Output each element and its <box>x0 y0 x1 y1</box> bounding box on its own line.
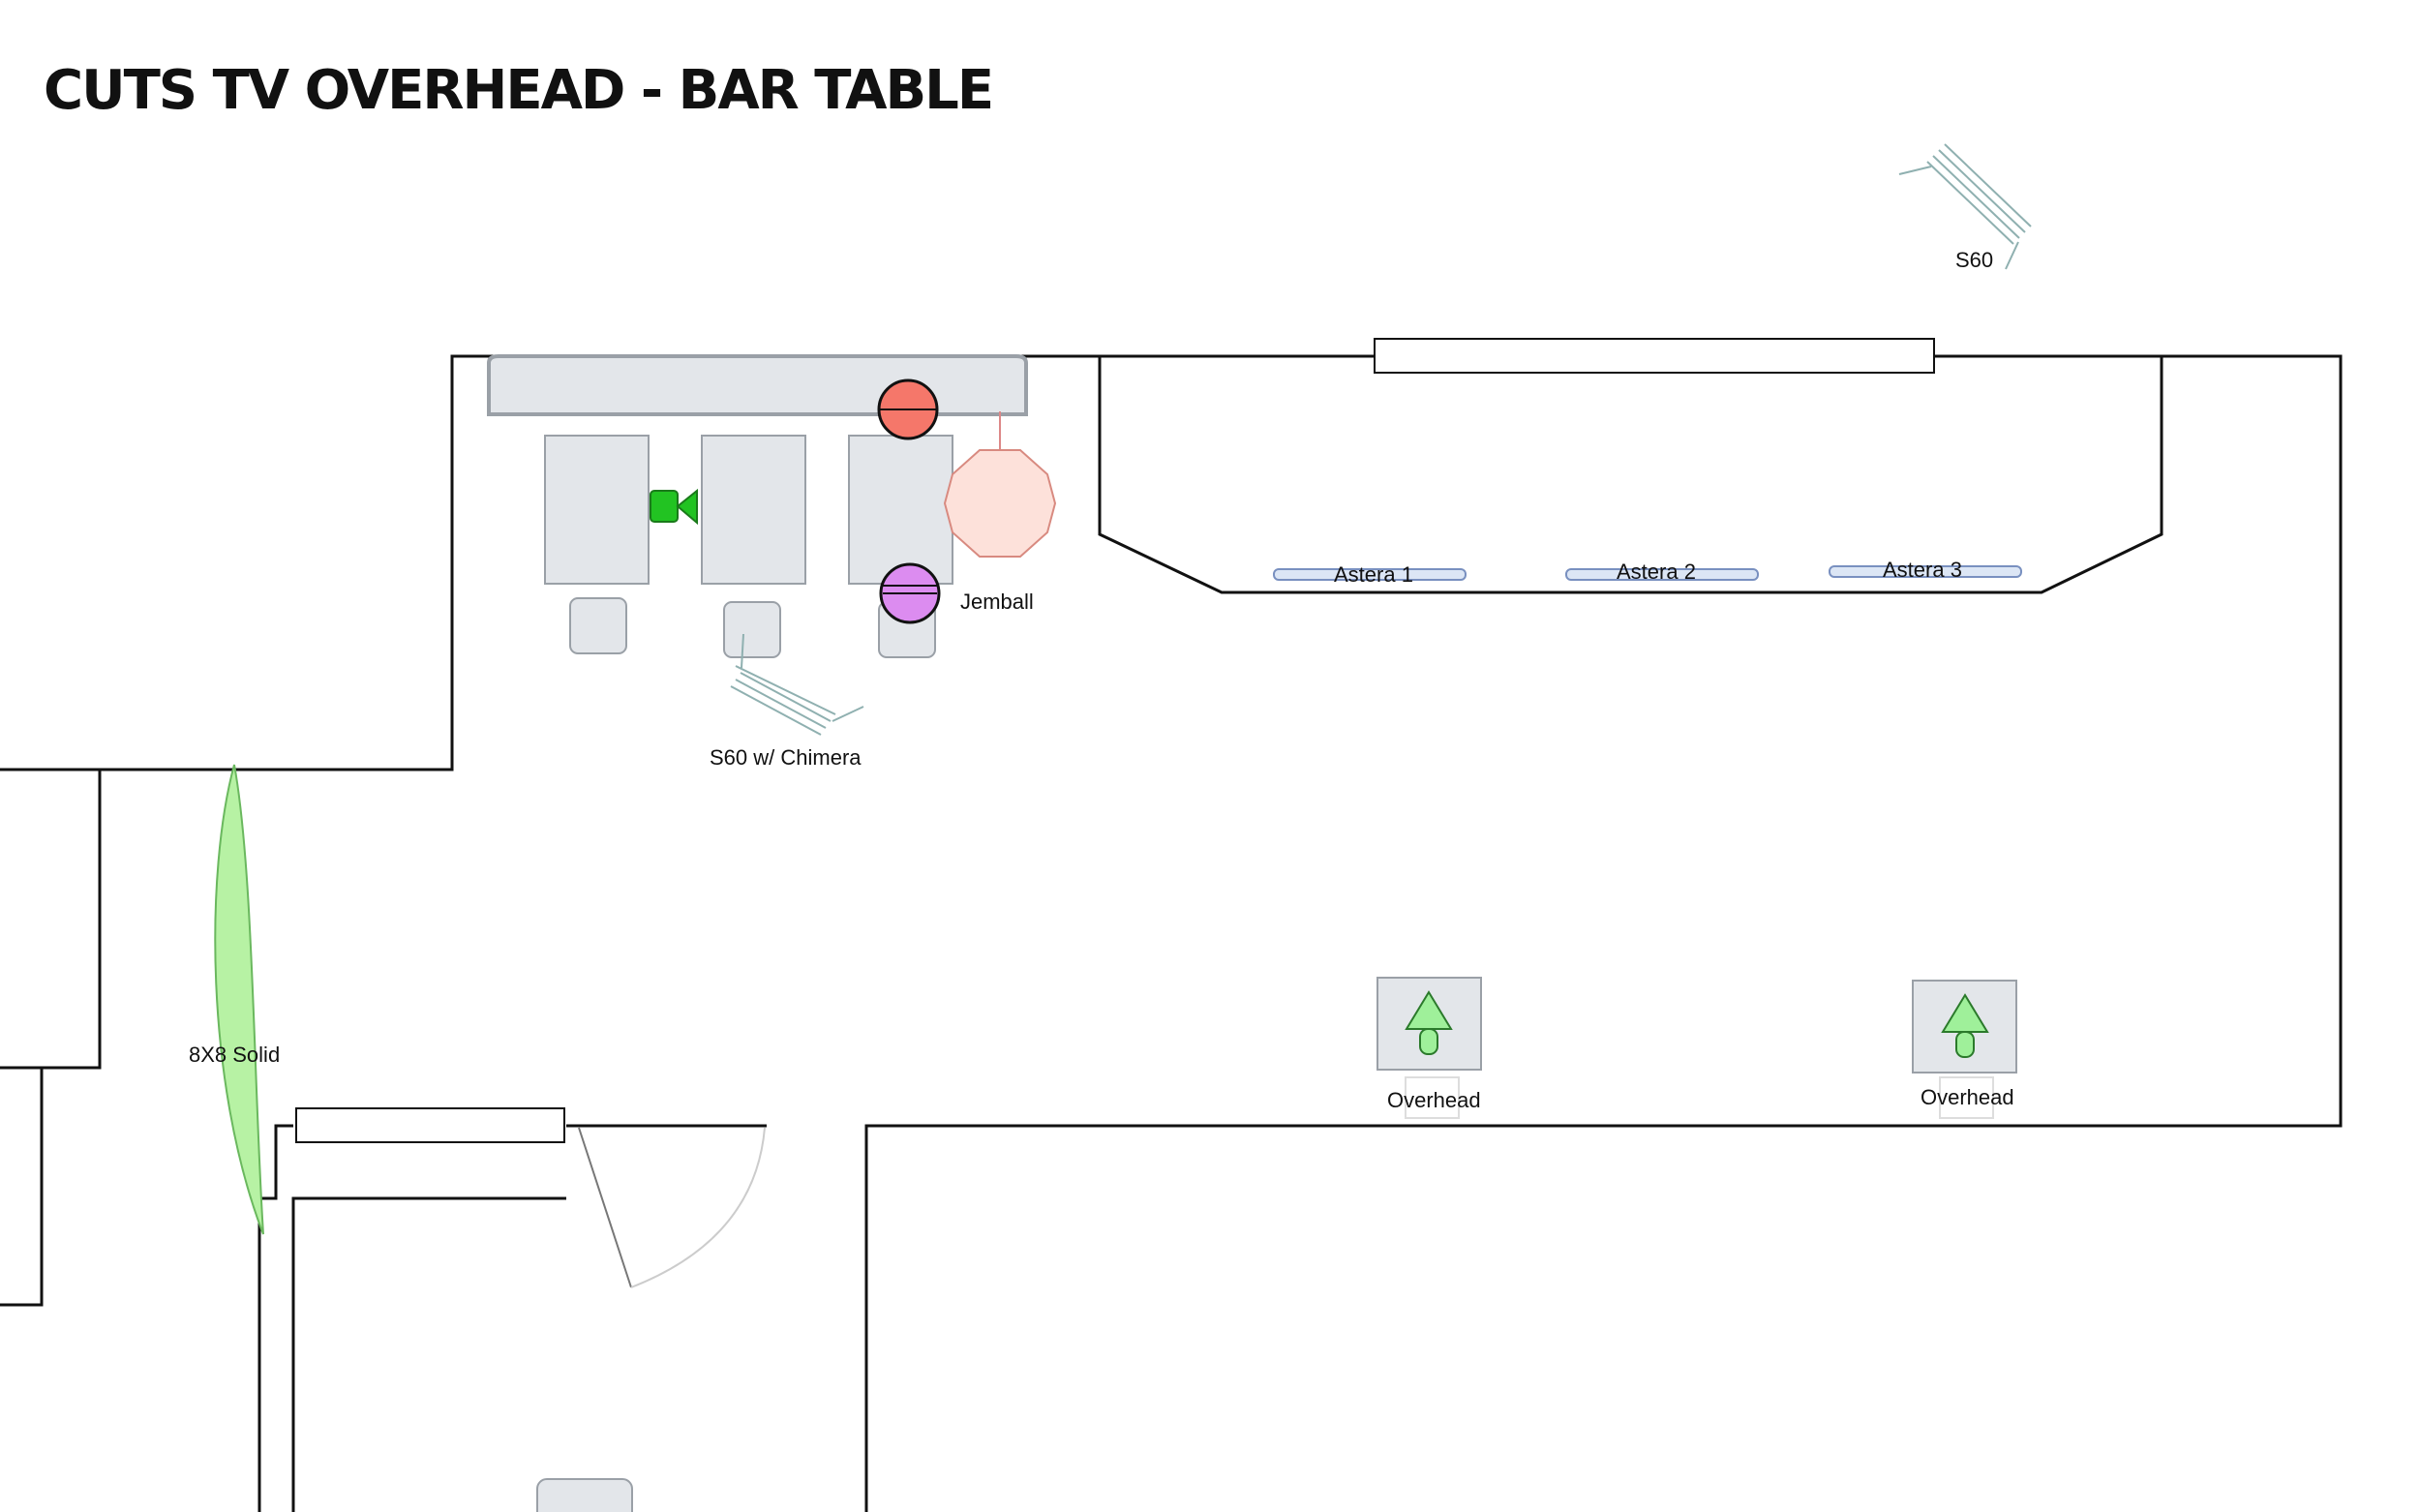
stool <box>723 601 781 658</box>
bar-counter <box>1098 356 2163 594</box>
astera-3-label: Astera 3 <box>1883 558 1962 582</box>
astera-2-label: Astera 2 <box>1617 559 1696 584</box>
astera-tube <box>1829 565 2022 578</box>
door <box>578 1127 766 1288</box>
s60-chimera <box>730 633 864 736</box>
lamp-icon <box>1376 977 1482 1119</box>
solid-frame <box>214 764 264 1235</box>
s60-top <box>1898 143 2032 270</box>
astera-tube <box>1273 568 1467 581</box>
stool <box>569 597 627 654</box>
overhead-2-label: Overhead <box>1921 1085 2014 1109</box>
s60-chimera-label: S60 w/ Chimera <box>710 745 862 770</box>
lamp-icon <box>1912 980 2017 1119</box>
table-left <box>544 435 650 585</box>
table-middle <box>701 435 806 585</box>
solid-label: 8X8 Solid <box>189 1043 280 1067</box>
jemball-label: Jemball <box>960 590 1034 614</box>
room-walls <box>0 338 2343 1512</box>
window-bottom <box>295 1107 565 1143</box>
octabox <box>943 449 1057 558</box>
window-top <box>1374 338 1935 374</box>
bench <box>487 354 1028 416</box>
s60-top-label: S60 <box>1955 248 1993 272</box>
page-title: CUTS TV OVERHEAD - BAR TABLE <box>44 59 992 122</box>
camera-icon <box>650 488 698 526</box>
overhead-1-label: Overhead <box>1387 1088 1481 1112</box>
astera-1-label: Astera 1 <box>1334 562 1413 587</box>
table-right <box>848 435 953 585</box>
astera-tube <box>1565 568 1759 581</box>
stool <box>536 1478 633 1512</box>
